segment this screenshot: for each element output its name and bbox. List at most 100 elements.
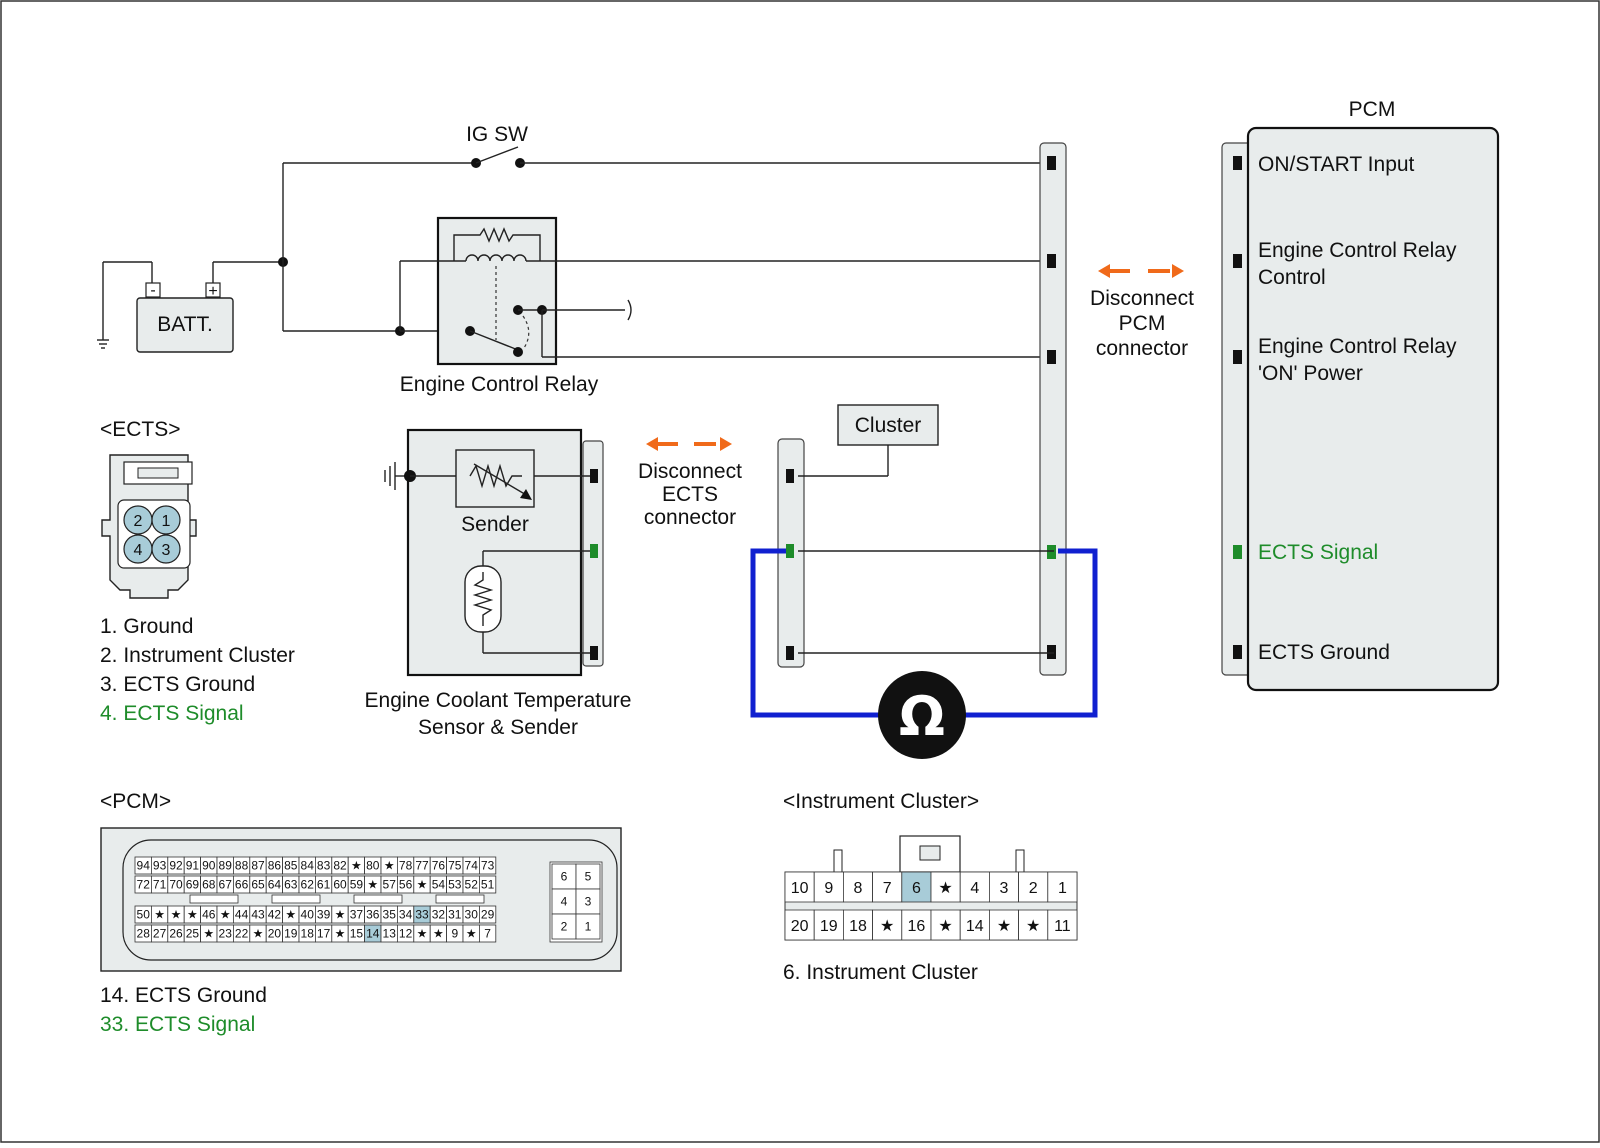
pcm-pin-74: 74 xyxy=(465,859,479,873)
cluster-pin-19-cell xyxy=(813,909,844,941)
cluster-pin-3-cell xyxy=(989,871,1020,903)
pcm-pin-7-cell xyxy=(478,924,497,943)
pcm-pin-19: 19 xyxy=(284,927,298,941)
pcm-pin-17: 17 xyxy=(317,927,331,941)
pcm-pin-94: 94 xyxy=(137,859,151,873)
cluster-pin-blank: ★ xyxy=(938,918,952,935)
ohm-symbol: Ω xyxy=(899,685,945,748)
cluster-pin-2: 2 xyxy=(1029,880,1038,897)
pcm-pin-66: 66 xyxy=(235,878,249,892)
pcm-small-pin-6: 6 xyxy=(561,870,568,884)
pcm-pin-61: 61 xyxy=(317,878,331,892)
cluster-pin-7: 7 xyxy=(883,880,892,897)
pcm-pin-73: 73 xyxy=(481,859,495,873)
pcm-pin-60: 60 xyxy=(333,878,347,892)
ground-icon xyxy=(97,339,109,349)
disconnect-ects-line1: Disconnect xyxy=(638,460,742,483)
disconnect-pcm-line3: connector xyxy=(1096,337,1188,360)
pcm-small-pin-1: 1 xyxy=(585,920,592,934)
pcm-pin-84: 84 xyxy=(301,859,315,873)
pcm-pin-87: 87 xyxy=(251,859,265,873)
pcm-pin-46: 46 xyxy=(202,908,216,922)
pcm-pin-77: 77 xyxy=(415,859,429,873)
pcm-pin-blank: ★ xyxy=(466,927,477,941)
pcm-small-pin-4: 4 xyxy=(561,895,568,909)
pcm-legend-1: 14. ECTS Ground xyxy=(100,984,267,1007)
ects-pin-1: 1 xyxy=(162,513,171,530)
pcm-small-pin-2-cell xyxy=(551,913,577,940)
pcm-connector-title: <PCM> xyxy=(100,790,171,813)
pcm-pin-73-cell xyxy=(478,856,497,875)
pcm-pin-32: 32 xyxy=(432,908,446,922)
disconnect-ects-arrows xyxy=(646,437,732,451)
pcm-pin-35: 35 xyxy=(383,908,397,922)
cluster-pin-11: 11 xyxy=(1054,918,1071,935)
pcm-pin-64: 64 xyxy=(268,878,282,892)
pcm-pin-23: 23 xyxy=(219,927,233,941)
pcm-pin-76: 76 xyxy=(432,859,446,873)
pcm-pin-33: 33 xyxy=(415,908,429,922)
pcm-pin-54: 54 xyxy=(432,878,446,892)
cluster-pin-20-cell xyxy=(784,909,815,941)
cluster-pin-11-cell xyxy=(1047,909,1078,941)
ects-legend-4: 4. ECTS Signal xyxy=(100,702,244,725)
pcm-pin-67: 67 xyxy=(219,878,233,892)
ects-legend-2: 2. Instrument Cluster xyxy=(100,644,295,667)
cluster-pin-blank-cell xyxy=(872,909,903,941)
pcm-pin-62: 62 xyxy=(301,878,315,892)
engine-control-relay: Engine Control Relay xyxy=(400,216,1054,396)
cluster-pin-14: 14 xyxy=(966,918,984,935)
pcm-pin-89: 89 xyxy=(219,859,233,873)
ig-sw-label: IG SW xyxy=(466,123,528,146)
pcm-pin-40: 40 xyxy=(301,908,315,922)
pcm-pin-relay-control-1: Engine Control Relay xyxy=(1258,239,1457,262)
pcm-pin-30: 30 xyxy=(465,908,479,922)
power-circuit: - + BATT. IG SW xyxy=(97,123,1054,396)
relay-label: Engine Control Relay xyxy=(400,373,599,396)
cluster-pin-10-cell xyxy=(784,871,815,903)
battery: - + BATT. xyxy=(136,282,234,353)
pcm-pin-71: 71 xyxy=(153,878,167,892)
battery-label: BATT. xyxy=(157,313,213,336)
pcm-pin-blank: ★ xyxy=(417,878,428,892)
pcm-pin-blank: ★ xyxy=(384,859,395,873)
ects-sensor-label-2: Sensor & Sender xyxy=(418,716,578,739)
cluster-label: Cluster xyxy=(855,414,922,437)
pcm-pin-blank: ★ xyxy=(367,878,378,892)
pcm-pin-9: 9 xyxy=(451,927,458,941)
pcm-pin-blank: ★ xyxy=(220,908,231,922)
pcm-pin-44: 44 xyxy=(235,908,249,922)
cluster-pin-6-cell xyxy=(901,871,932,903)
pcm-small-pin-5: 5 xyxy=(585,870,592,884)
pcm-pin-86: 86 xyxy=(268,859,282,873)
cluster-pin-blank-cell xyxy=(930,909,961,941)
battery-minus-label: - xyxy=(150,282,155,299)
pcm-pin-92: 92 xyxy=(169,859,183,873)
pcm-pin-blank: ★ xyxy=(433,927,444,941)
pcm-small-pin-1-cell xyxy=(575,913,601,940)
pcm-small-pin-2: 2 xyxy=(561,920,568,934)
pcm-pin-42: 42 xyxy=(268,908,282,922)
pcm-pin-90: 90 xyxy=(202,859,216,873)
pcm-small-pin-5-cell xyxy=(575,863,601,890)
pcm-title: PCM xyxy=(1349,98,1396,121)
pcm-pin-52: 52 xyxy=(465,878,479,892)
pcm-pin-relay-control-2: Control xyxy=(1258,266,1326,289)
ects-legend-1: 1. Ground xyxy=(100,615,193,638)
pcm-pin-blank: ★ xyxy=(351,859,362,873)
cluster-pin-4-cell xyxy=(959,871,990,903)
ects-connector-pinout: <ECTS> 2 1 4 3 1. Ground 2. Instrument C… xyxy=(100,418,295,725)
pcm-pin-78: 78 xyxy=(399,859,413,873)
pcm-pin-51: 51 xyxy=(481,878,495,892)
pcm-pin-blank: ★ xyxy=(187,908,198,922)
pcm-pin-ects-signal: ECTS Signal xyxy=(1258,541,1378,564)
ects-legend-3: 3. ECTS Ground xyxy=(100,673,255,696)
pcm-pin-blank: ★ xyxy=(253,927,264,941)
pcm-pin-57: 57 xyxy=(383,878,397,892)
cluster-pin-blank: ★ xyxy=(880,918,894,935)
ects-pin-3: 3 xyxy=(162,542,171,559)
pcm-pin-36: 36 xyxy=(366,908,380,922)
cluster-box: Cluster xyxy=(798,404,939,477)
pcm-pin-relay-power-1: Engine Control Relay xyxy=(1258,335,1457,358)
